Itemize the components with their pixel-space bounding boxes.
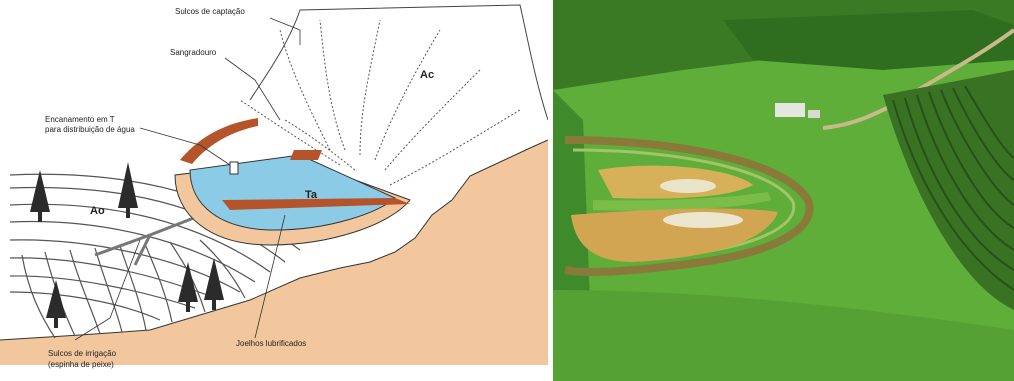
tree-4 <box>204 258 224 310</box>
tree-5 <box>46 280 66 328</box>
spillway <box>290 150 322 160</box>
label-ta: Ta <box>305 189 318 201</box>
label-ao: Ao <box>90 205 105 217</box>
label-encanamento-1: Encanamento em T <box>45 115 115 124</box>
pond <box>175 118 410 245</box>
upper-pond-water <box>660 179 716 193</box>
label-sulcos-irrigacao-1: Sulcos de irrigação <box>48 349 117 358</box>
tree-1 <box>30 170 50 222</box>
label-encanamento-2: para distribuição de água <box>45 125 135 134</box>
label-ac: Ac <box>420 69 434 81</box>
label-joelhos: Joelhos lubrificados <box>236 339 306 348</box>
aerial-photo <box>553 0 1014 381</box>
label-sangradouro: Sangradouro <box>170 48 217 57</box>
overflow-box <box>230 162 238 174</box>
label-sulcos-irrigacao-2: (espinha de peixe) <box>48 360 114 369</box>
catchment-area-outline <box>250 5 548 120</box>
tree-2 <box>118 162 138 218</box>
lower-pond-water <box>663 212 743 228</box>
pond-berm <box>180 118 258 164</box>
building <box>775 103 805 117</box>
building-2 <box>808 110 820 118</box>
barraginha-diagram: Sulcos de captação Sangradouro Encanamen… <box>0 0 548 381</box>
label-sulcos-captacao: Sulcos de captação <box>175 7 245 16</box>
